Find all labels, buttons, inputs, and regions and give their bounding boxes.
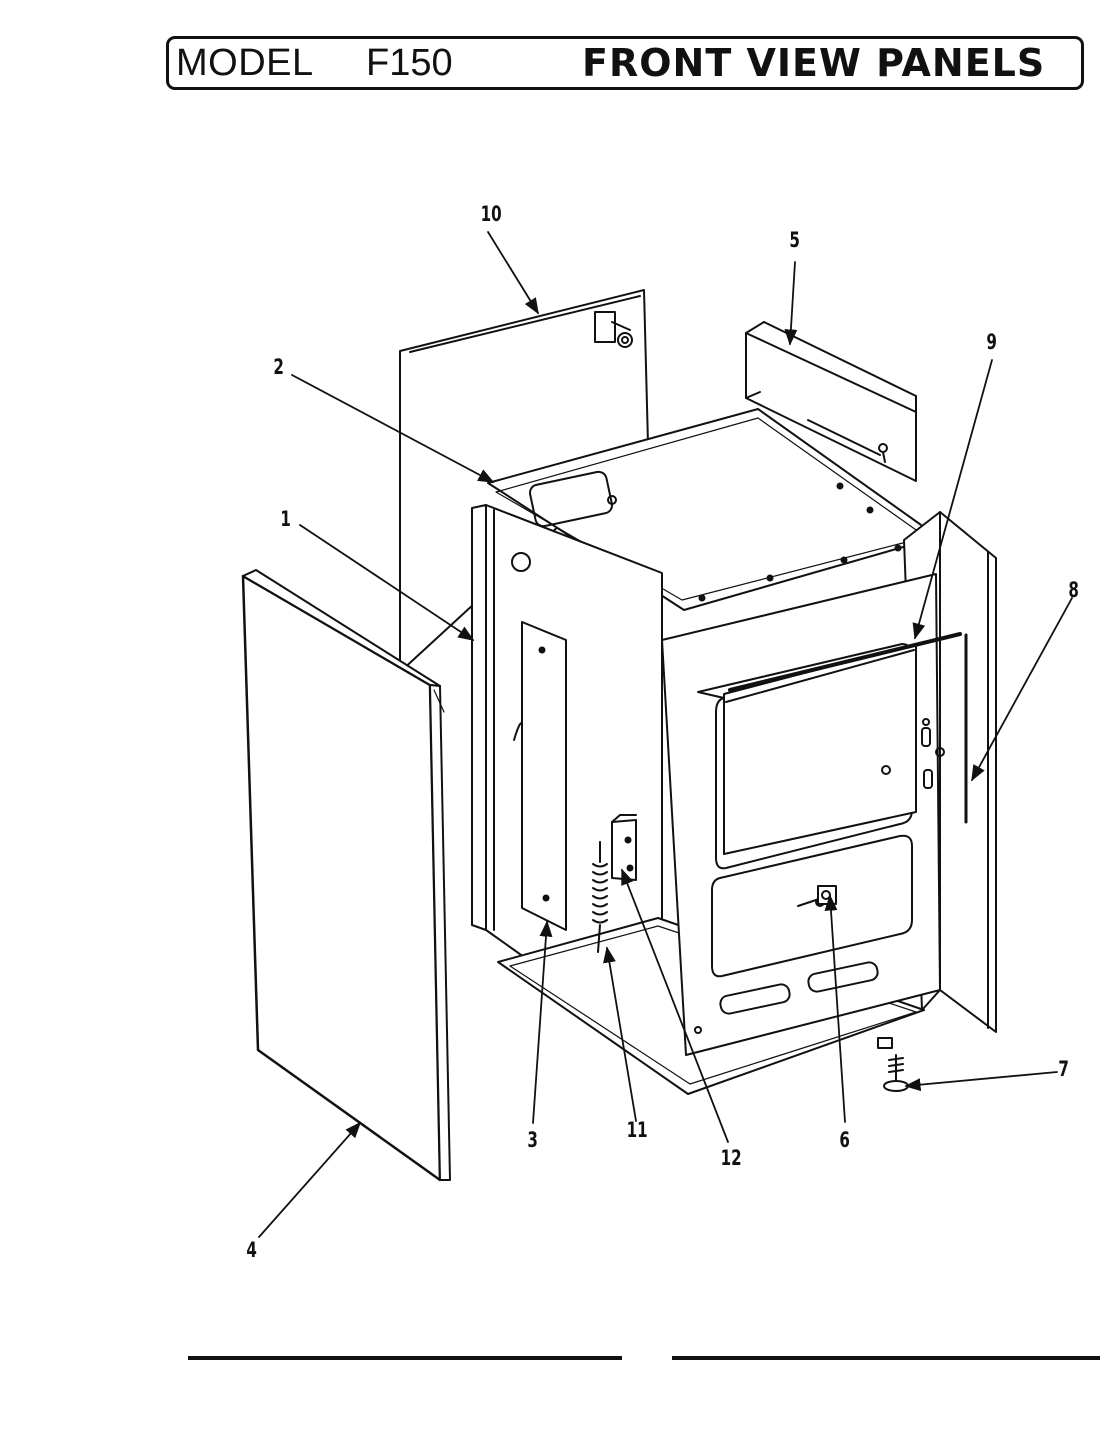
spring-part-11 <box>592 841 608 953</box>
side-panel-part-4 <box>241 569 451 1182</box>
callout-3: 3 <box>527 1128 538 1152</box>
leader-lines <box>258 231 1073 1238</box>
callout-10: 10 <box>480 202 502 226</box>
callout-12: 12 <box>720 1146 742 1170</box>
page-title: FRONT VIEW PANELS <box>582 41 1046 85</box>
header-frame <box>166 36 1084 90</box>
callout-4: 4 <box>246 1238 257 1262</box>
cabinet-body <box>471 408 997 1095</box>
callout-7: 7 <box>1058 1057 1069 1081</box>
inner-panel-part-3 <box>521 621 567 931</box>
model-label: MODEL <box>176 42 314 84</box>
rod-part-9 <box>728 632 962 692</box>
callout-6: 6 <box>839 1128 850 1152</box>
leveling-foot-part-7 <box>883 1054 909 1092</box>
callout-1: 1 <box>280 507 291 531</box>
model-number: F150 <box>366 42 453 84</box>
footer-rule-left <box>188 1356 622 1360</box>
hinge-bracket-part-12 <box>611 814 637 881</box>
callout-8: 8 <box>1068 578 1079 602</box>
callout-11: 11 <box>626 1118 648 1142</box>
callout-5: 5 <box>789 228 800 252</box>
callout-9: 9 <box>986 330 997 354</box>
callout-2: 2 <box>273 355 284 379</box>
footer-rule-right <box>672 1356 1100 1360</box>
